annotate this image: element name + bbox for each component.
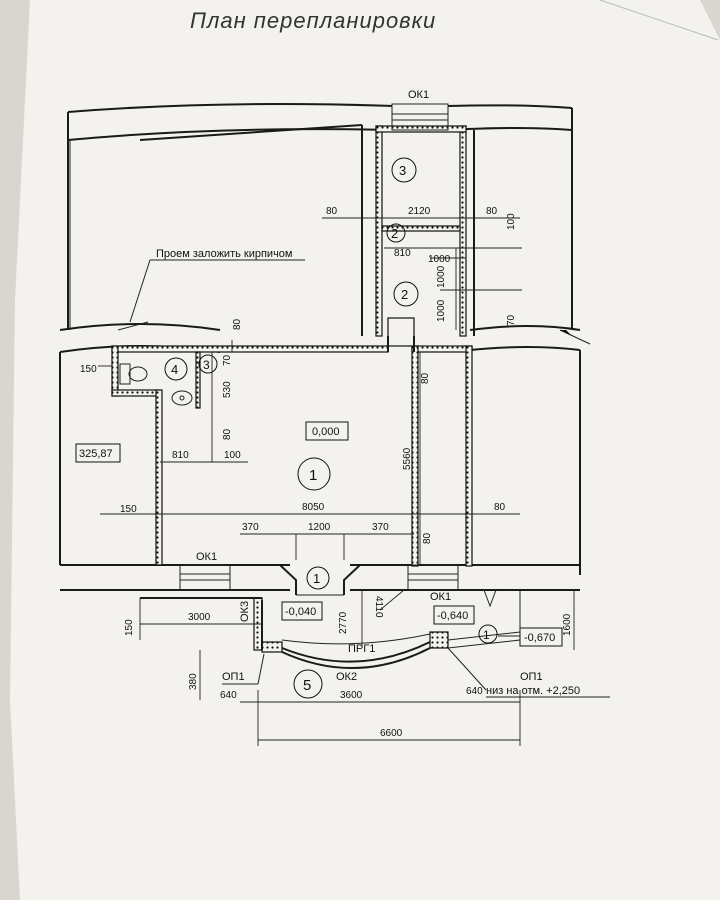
dim: 150 <box>80 364 97 375</box>
dim: 80 <box>222 428 233 440</box>
entrance-opening <box>279 564 361 596</box>
dim: 2120 <box>408 206 431 217</box>
sink-icon <box>171 390 193 406</box>
level-left: 325,87 <box>79 448 113 460</box>
dim: 80 <box>420 372 431 384</box>
room-number: 3 <box>203 358 210 372</box>
room-number: 1 <box>309 467 317 484</box>
room-number: 5 <box>303 677 311 694</box>
room-number: 1 <box>483 628 490 642</box>
label-op1-left: ОП1 <box>222 671 245 683</box>
dim: 1000 <box>436 299 447 322</box>
dim: 1600 <box>562 613 573 636</box>
label-op1-right: ОП1 <box>520 671 543 683</box>
dim: 810 <box>172 450 189 461</box>
dim: 370 <box>372 522 389 533</box>
dim: 1000 <box>428 254 451 265</box>
room-number: 2 <box>401 287 408 302</box>
dim: 1000 <box>436 265 447 288</box>
label-ok1-right: ОК1 <box>430 591 451 603</box>
dim: 8050 <box>302 502 325 513</box>
dim: 370 <box>242 522 259 533</box>
level-marks: 0,000 325,87 -0,040 -0,640 -0,670 <box>75 421 563 647</box>
room-number: 3 <box>399 163 406 178</box>
dim: 640 <box>220 690 237 701</box>
room-number: 1 <box>313 571 320 586</box>
dim: 6600 <box>380 728 403 739</box>
dim: 100 <box>224 450 241 461</box>
dim: 80 <box>422 532 433 544</box>
level-porch: -0,040 <box>285 606 316 618</box>
dim: 810 <box>394 248 411 259</box>
dimension-labels: 80 2120 80 100 810 1000 1000 1000 70 80 … <box>80 206 573 739</box>
paper-sheet <box>10 0 720 900</box>
label-ok2: ОК2 <box>336 671 357 683</box>
dim: 2770 <box>338 611 349 634</box>
dim: 100 <box>506 213 517 230</box>
label-prg1: ПРГ1 <box>348 643 375 655</box>
note-brick-fill: Проем заложить кирпичом <box>156 248 293 260</box>
dimension-lines <box>98 217 575 746</box>
level-main: 0,000 <box>312 426 340 438</box>
level-outer: -0,670 <box>524 632 555 644</box>
window-ok1-bottom <box>179 564 459 591</box>
page-title: План перепланировки <box>190 8 436 33</box>
toilet-icon <box>119 363 148 385</box>
dim: 5560 <box>402 447 413 470</box>
window-ok1-top <box>391 103 449 131</box>
dim: 150 <box>124 619 135 636</box>
dim: 70 <box>222 354 233 366</box>
dim: 70 <box>506 314 517 326</box>
dim: 80 <box>494 502 506 513</box>
dim: 80 <box>326 206 338 217</box>
level-right: -0,640 <box>437 610 468 622</box>
room-number: 2 <box>391 226 398 241</box>
dim: 3000 <box>188 612 211 623</box>
dim: 3600 <box>340 690 363 701</box>
dim: 80 <box>486 206 498 217</box>
dim: 80 <box>232 318 243 330</box>
label-ok1-top: ОК1 <box>408 89 429 101</box>
op1-height-note: низ на отм. +2,250 <box>486 685 580 697</box>
dim: 1200 <box>308 522 331 533</box>
dim: 530 <box>222 381 233 398</box>
room-markers: 3 2 2 4 3 1 1 1 5 <box>164 157 498 699</box>
dim: 380 <box>188 673 199 690</box>
label-ok3: ОК3 <box>239 601 251 622</box>
dim: 640 <box>466 686 483 697</box>
dim: 150 <box>120 504 137 515</box>
brick-partitions <box>111 125 473 567</box>
dim: 4110 <box>373 596 384 618</box>
label-ok1-bottom: ОК1 <box>196 551 217 563</box>
room-number: 4 <box>171 362 178 377</box>
